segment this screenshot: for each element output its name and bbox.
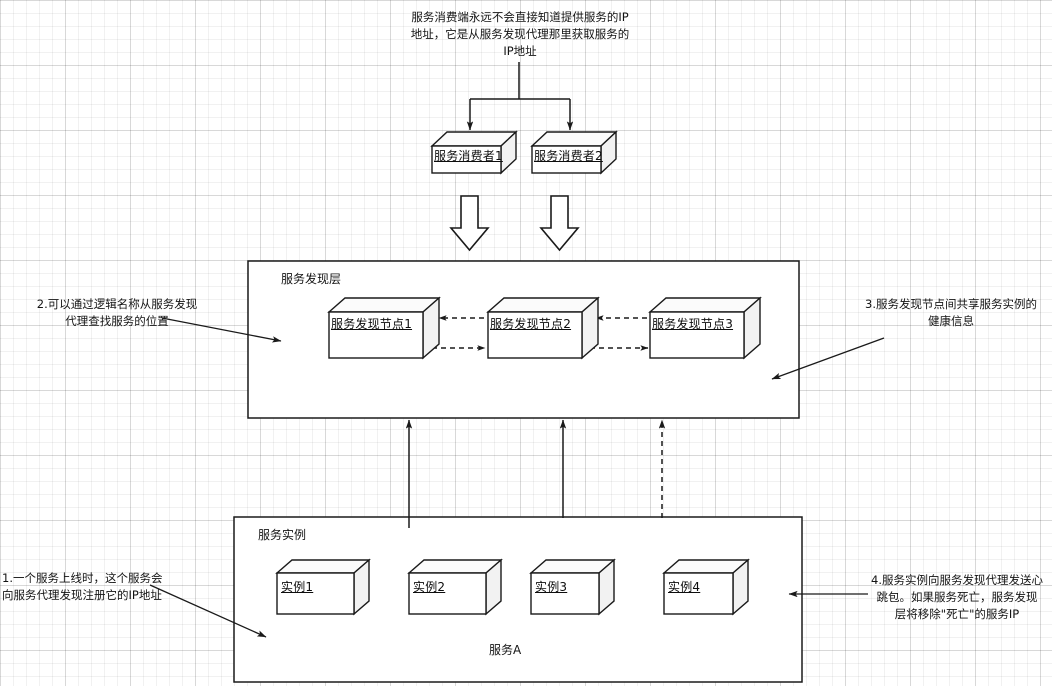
note-3-leader [771, 337, 885, 380]
block-arrow-consumer-2 [539, 195, 580, 252]
note-1-leader [149, 584, 267, 638]
consumer-fork-connector [466, 62, 574, 131]
instance-box-1[interactable] [275, 558, 371, 616]
note-2-lookup-by-logical-name: 2.可以通过逻辑名称从服务发现 代理查找服务的位置 [36, 297, 198, 328]
discovery-node-box-2[interactable] [486, 296, 600, 360]
consumer-box-1[interactable] [430, 130, 518, 175]
discovery-node-box-3[interactable] [648, 296, 762, 360]
instance-box-3[interactable] [529, 558, 616, 616]
discovery-node-2-label: 服务发现节点2 [490, 317, 572, 331]
discovery-node-3-label: 服务发现节点3 [652, 317, 734, 331]
note-3-share-health-info: 3.服务发现节点间共享服务实例的 健康信息 [865, 297, 1037, 328]
instance-1-label: 实例1 [281, 580, 314, 594]
instance-4-label: 实例4 [668, 580, 701, 594]
discovery-node-box-1[interactable] [327, 296, 441, 360]
note-2-leader [161, 317, 282, 343]
discovery-node-1-label: 服务发现节点1 [331, 317, 413, 331]
instance-3-label: 实例3 [535, 580, 568, 594]
note-leader-lines [149, 317, 885, 638]
block-arrow-consumer-1 [449, 195, 490, 252]
service-a-footer-label: 服务A [489, 643, 522, 657]
note-1-register-ip-on-startup: 1.一个服务上线时，这个服务会 向服务代理发现注册它的IP地址 [2, 571, 163, 602]
service-instances-title: 服务实例 [258, 528, 307, 542]
discovery-node-links [432, 315, 649, 351]
instance-box-4[interactable] [662, 558, 750, 616]
note-4-heartbeat: 4.服务实例向服务发现代理发送心 跳包。如果服务死亡，服务发现 层将移除"死亡"… [871, 573, 1043, 621]
consumer-box-1-label: 服务消费者1 [434, 149, 503, 163]
consumer-box-2[interactable] [530, 130, 618, 175]
consumer-box-2-label: 服务消费者2 [534, 149, 603, 163]
instance-2-label: 实例2 [413, 580, 446, 594]
instance-box-2[interactable] [407, 558, 503, 616]
note-top-consumer-ip: 服务消费端永远不会直接知道提供服务的IP 地址，它是从服务发现代理那里获取服务的… [410, 10, 630, 58]
discovery-layer-title: 服务发现层 [281, 272, 342, 286]
registration-arrows [405, 419, 666, 528]
